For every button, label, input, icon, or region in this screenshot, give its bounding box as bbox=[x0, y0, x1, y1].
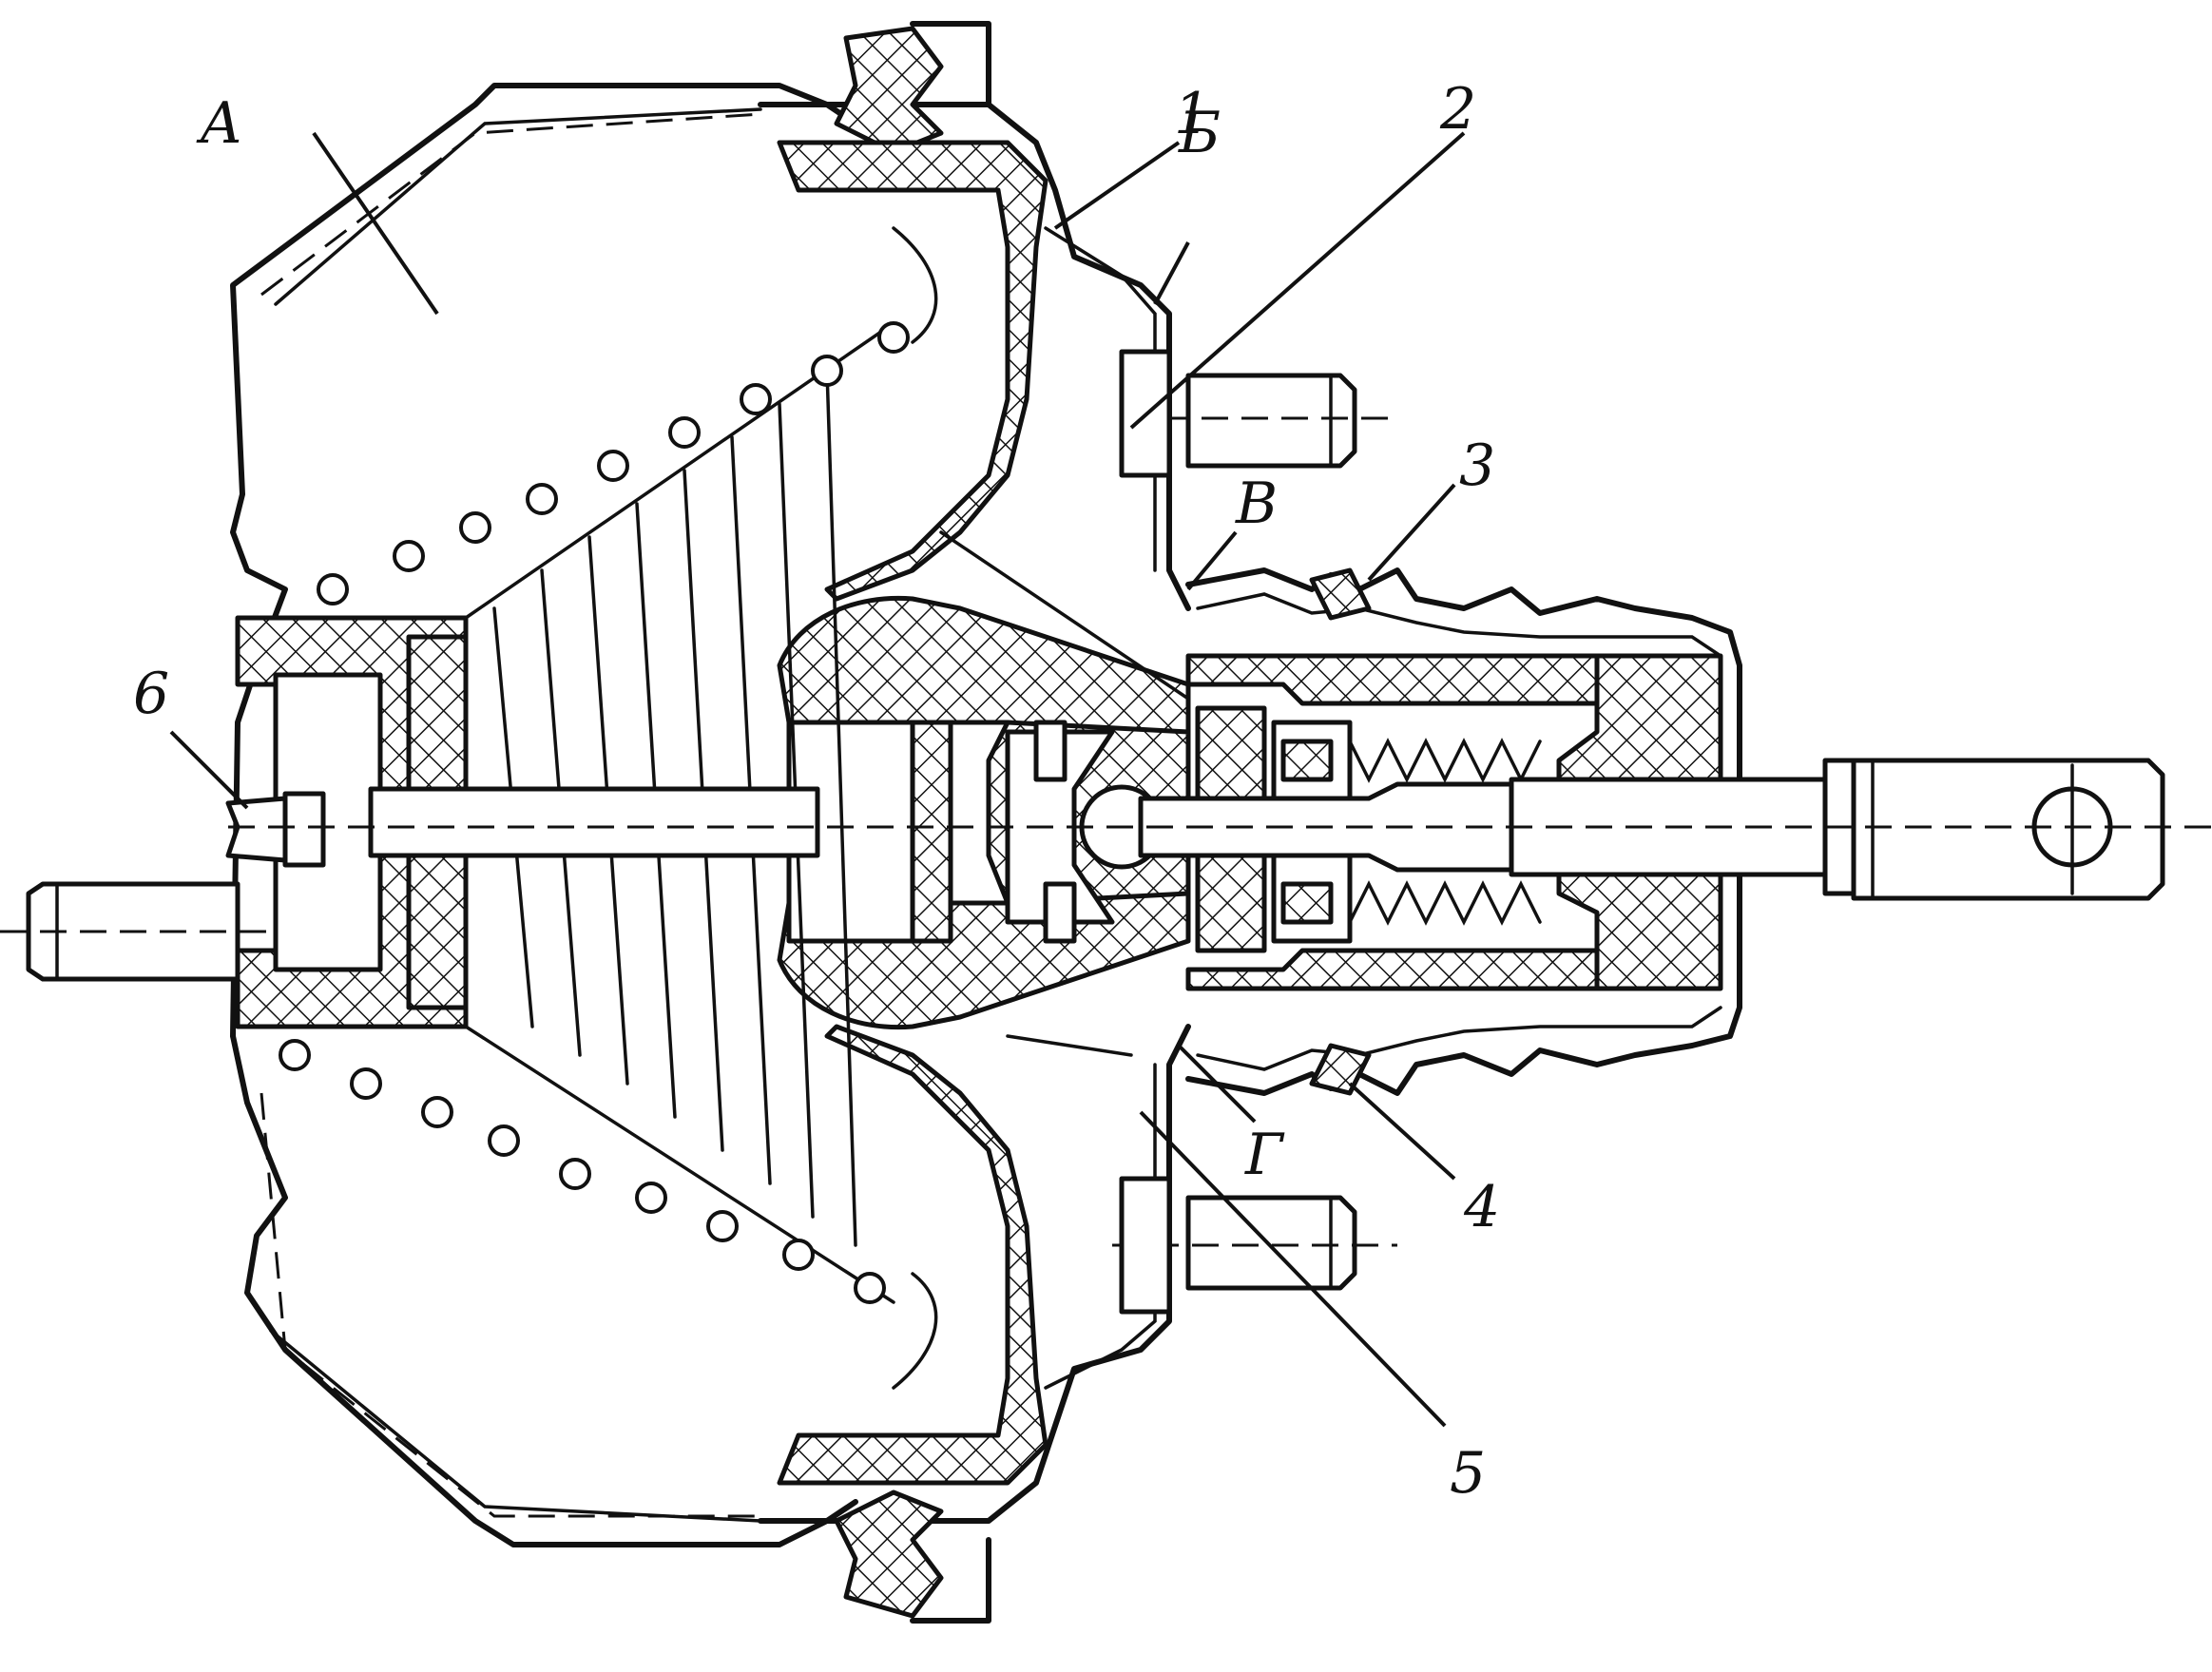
rear-mounting-stud-top bbox=[1119, 349, 1397, 478]
return-spring bbox=[279, 321, 910, 1304]
front-hub-seal bbox=[235, 615, 469, 1029]
label-part-6: 6 bbox=[133, 661, 169, 727]
diaphragm-rim-seal-top bbox=[834, 21, 991, 155]
label-part-3: 3 bbox=[1459, 432, 1495, 499]
label-part-4: 4 bbox=[1463, 1174, 1500, 1240]
channel-g bbox=[1006, 1034, 1133, 1057]
rear-mounting-stud-bottom bbox=[1112, 1176, 1397, 1315]
channel-v bbox=[939, 530, 1190, 701]
label-chamber-a: А bbox=[196, 90, 242, 157]
booster-housing bbox=[230, 83, 1191, 1547]
diaphragm-rim-seal-bottom bbox=[834, 1489, 991, 1624]
label-channel-g: Г bbox=[1244, 1122, 1285, 1188]
label-part-1: 1 bbox=[1174, 81, 1210, 147]
front-mounting-stud bbox=[0, 881, 276, 982]
label-part-2: 2 bbox=[1439, 76, 1476, 143]
label-channel-v: В bbox=[1235, 471, 1278, 537]
diaphragm bbox=[777, 140, 1048, 1486]
push-rod-clevis bbox=[1851, 758, 2165, 901]
output-push-rod bbox=[225, 786, 820, 868]
label-chamber-b: Б bbox=[1178, 100, 1221, 166]
leader-lines bbox=[169, 131, 1466, 1428]
label-part-5: 5 bbox=[1450, 1440, 1486, 1507]
